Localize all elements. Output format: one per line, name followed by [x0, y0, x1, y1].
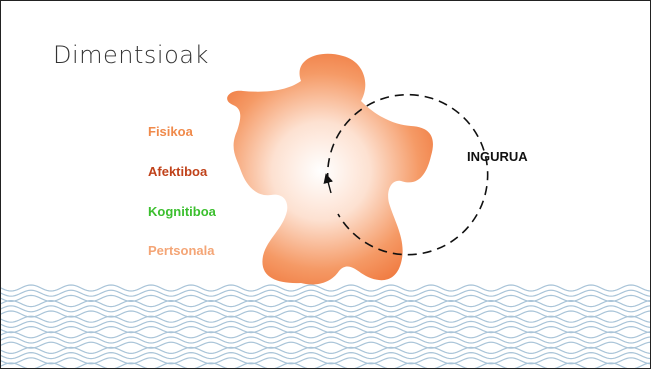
wave-line [1, 327, 650, 333]
wave-pattern-decoration [1, 284, 650, 368]
wave-line [1, 301, 650, 307]
wave-line [1, 358, 650, 364]
dimension-label-fisikoa: Fisikoa [148, 124, 193, 139]
dimension-label-pertsonala: Pertsonala [148, 243, 214, 258]
wave-line [1, 295, 650, 301]
dimension-label-afektiboa: Afektiboa [148, 164, 207, 179]
wave-line [1, 363, 650, 368]
person-silhouette [227, 54, 433, 285]
dimension-label-kognitiboa: Kognitiboa [148, 204, 216, 219]
wave-line [1, 332, 650, 338]
environment-label: INGURUA [467, 149, 528, 164]
